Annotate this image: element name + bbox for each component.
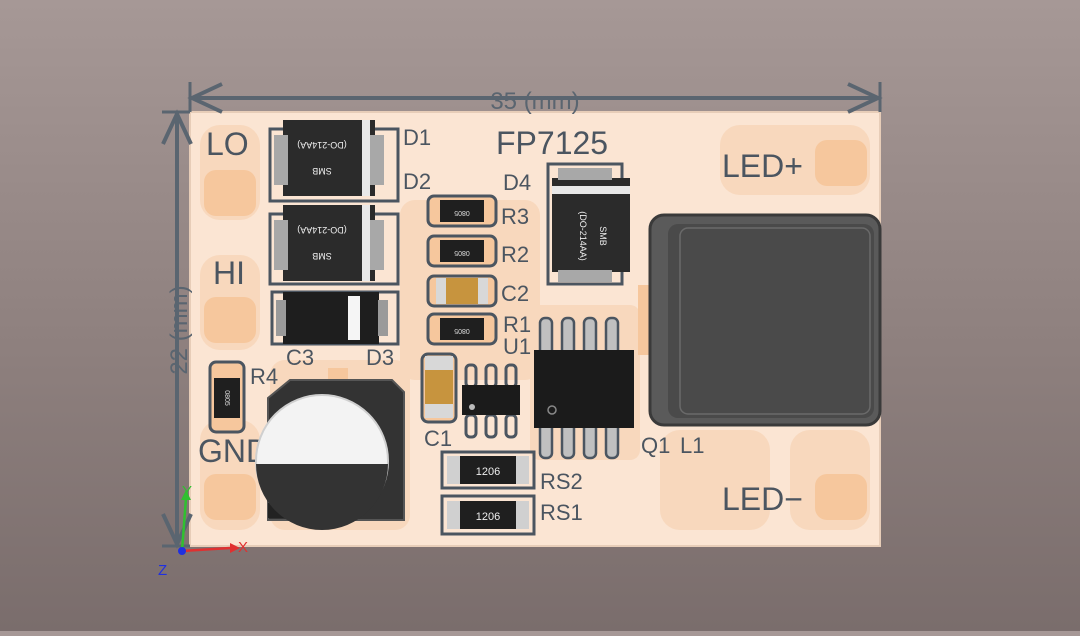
resistor-r4: 0805	[208, 360, 246, 434]
r4-label: R4	[250, 364, 278, 389]
sot23-transistor	[462, 363, 520, 439]
inductor-l1	[638, 213, 882, 427]
d4-label: D4	[503, 170, 531, 195]
diode-d2: (DO-214AA) SMB	[268, 205, 400, 286]
height-dimension	[161, 109, 193, 549]
rs1-label: RS1	[540, 500, 583, 525]
resistor-r2: 0805	[426, 234, 498, 268]
r3-package-mark: 0805	[454, 209, 470, 216]
diode-d4: SMB (DO-214AA)	[546, 162, 630, 286]
l1-label: L1	[680, 433, 704, 458]
resistor-r1: 0805	[426, 312, 498, 346]
axis-x-label: X	[238, 539, 248, 556]
hi-label: HI	[213, 255, 245, 291]
axis-triad: X Y Z	[158, 483, 248, 579]
width-dimension-label: 35 (mm)	[490, 88, 579, 115]
axis-y-label: Y	[182, 483, 192, 500]
resistor-rs1: 1206	[440, 494, 536, 536]
lo-pad	[204, 170, 256, 216]
capacitor-c2	[426, 274, 498, 308]
lo-label: LO	[206, 126, 249, 162]
d2-label: D2	[403, 169, 431, 194]
r4-package-mark: 0805	[223, 390, 230, 406]
d1-package-mark: (DO-214AA)	[297, 140, 347, 150]
capacitor-c1	[420, 352, 458, 424]
rs1-package-mark: 1206	[476, 511, 500, 523]
d4-smb-mark: SMB	[598, 226, 608, 246]
led-minus-label: LED−	[722, 481, 803, 517]
r1-package-mark: 0805	[454, 327, 470, 334]
capacitor-c3	[255, 368, 405, 530]
r3-label: R3	[501, 204, 529, 229]
r2-package-mark: 0805	[454, 249, 470, 256]
height-dimension-label: 22 (mm)	[166, 285, 193, 374]
led-minus-pad	[815, 474, 867, 520]
rs2-package-mark: 1206	[476, 466, 500, 478]
d1-label: D1	[403, 125, 431, 150]
resistor-r3: 0805	[426, 194, 498, 228]
d4-package-mark: (DO-214AA)	[578, 211, 588, 261]
q1-label: Q1	[641, 433, 670, 458]
r1-label: R1	[503, 312, 531, 337]
connector-pads	[204, 140, 867, 520]
u1-label: U1	[503, 334, 531, 359]
hi-pad	[204, 297, 256, 343]
led-plus-label: LED+	[722, 148, 803, 184]
c1-label: C1	[424, 426, 452, 451]
rs2-label: RS2	[540, 469, 583, 494]
gnd-pad	[204, 474, 256, 520]
diode-d3	[270, 290, 400, 346]
resistor-rs2: 1206	[440, 450, 536, 490]
d3-label: D3	[366, 345, 394, 370]
c3-label: C3	[286, 345, 314, 370]
d1-smb-mark: SMB	[312, 166, 332, 176]
axis-z-label: Z	[158, 562, 167, 579]
c2-label: C2	[501, 281, 529, 306]
d2-package-mark: (DO-214AA)	[297, 225, 347, 235]
d2-smb-mark: SMB	[312, 251, 332, 261]
diode-d1: (DO-214AA) SMB	[268, 120, 400, 203]
led-plus-pad	[815, 140, 867, 186]
width-dimension	[187, 82, 883, 114]
ic-u1	[534, 316, 634, 460]
r2-label: R2	[501, 242, 529, 267]
board-title: FP7125	[496, 125, 608, 161]
